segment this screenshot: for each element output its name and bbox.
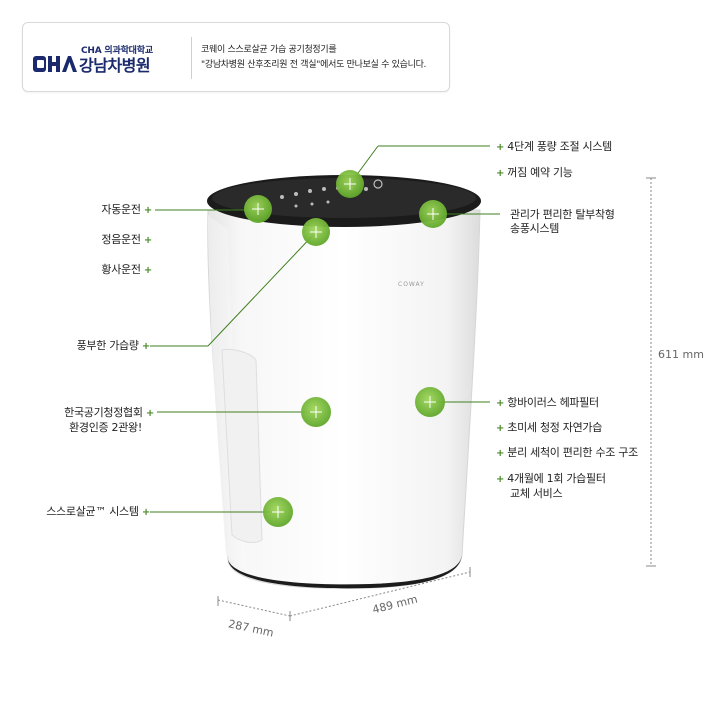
feature-natural-humidification: + 초미세 청정 자연가습 <box>496 421 603 434</box>
power-button-icon <box>373 179 383 189</box>
marker-fan-speed[interactable] <box>336 170 364 198</box>
marker-certification[interactable] <box>301 397 331 427</box>
plus-icon: + <box>141 507 150 518</box>
dimension-height: 611 mm <box>658 348 704 361</box>
feature-washable-tank: + 분리 세척이 편리한 수조 구조 <box>496 446 638 459</box>
marker-self-sterilization[interactable] <box>263 497 293 527</box>
marker-auto-mode[interactable] <box>244 195 272 223</box>
logo-university-name: CHA 의과학대학교 <box>81 46 153 56</box>
feature-humidification: 풍부한 가습량 + <box>76 339 151 352</box>
marker-detachable-fan[interactable] <box>419 200 447 228</box>
feature-filter-service: + 4개월에 1회 가습필터 교체 서비스 <box>496 472 606 500</box>
plus-icon: + <box>143 235 152 246</box>
marker-hepa-filter[interactable] <box>415 387 445 417</box>
feature-yellow-dust-mode: 황사운전 + <box>101 263 152 276</box>
cha-logo-mark-icon <box>33 56 77 72</box>
plus-icon: + <box>496 168 505 179</box>
banner-message: 코웨이 스스로살균 가습 공기청정기를 "강남차병원 산후조리원 전 객실"에서… <box>201 43 426 73</box>
feature-markers <box>244 170 447 527</box>
feature-self-sterilization: 스스로살균™ 시스템 + <box>46 505 150 518</box>
feature-hepa-filter: + 항바이러스 헤파필터 <box>496 396 599 409</box>
dimension-lines <box>217 178 652 617</box>
banner-divider <box>191 37 192 79</box>
hospital-banner: CHA 의과학대학교 강남차병원 코웨이 스스로살균 가습 공기청정기를 "강남… <box>22 22 450 92</box>
feature-off-timer: + 꺼짐 예약 기능 <box>496 166 573 179</box>
feature-detachable-fan: 관리가 편리한 탈부착형 송풍시스템 <box>510 208 615 235</box>
marker-humidification[interactable] <box>302 218 330 246</box>
plus-icon: + <box>496 474 505 485</box>
feature-fan-speed: + 4단계 풍량 조절 시스템 <box>496 140 612 153</box>
plus-icon: + <box>143 205 152 216</box>
plus-icon: + <box>496 423 505 434</box>
plus-icon: + <box>496 142 505 153</box>
plus-icon: + <box>496 398 505 409</box>
plus-icon: + <box>141 341 150 352</box>
cha-logo: CHA 의과학대학교 강남차병원 <box>33 39 183 79</box>
brand-mark: COWAY <box>398 281 425 288</box>
logo-hospital-name: 강남차병원 <box>79 56 151 75</box>
banner-line-1: 코웨이 스스로살균 가습 공기청정기를 <box>201 45 337 55</box>
purifier-body <box>207 175 481 589</box>
feature-certification: 한국공기청정협회 + 환경인증 2관왕! <box>64 406 154 434</box>
plus-icon: + <box>145 408 154 419</box>
feature-auto-mode: 자동운전 + <box>101 203 152 216</box>
banner-line-2: "강남차병원 산후조리원 전 객실"에서도 만나보실 수 있습니다. <box>201 60 427 70</box>
plus-icon: + <box>143 265 152 276</box>
feature-silent-mode: 정음운전 + <box>101 233 152 246</box>
plus-icon: + <box>496 448 505 459</box>
dimension-ticks <box>217 177 656 621</box>
